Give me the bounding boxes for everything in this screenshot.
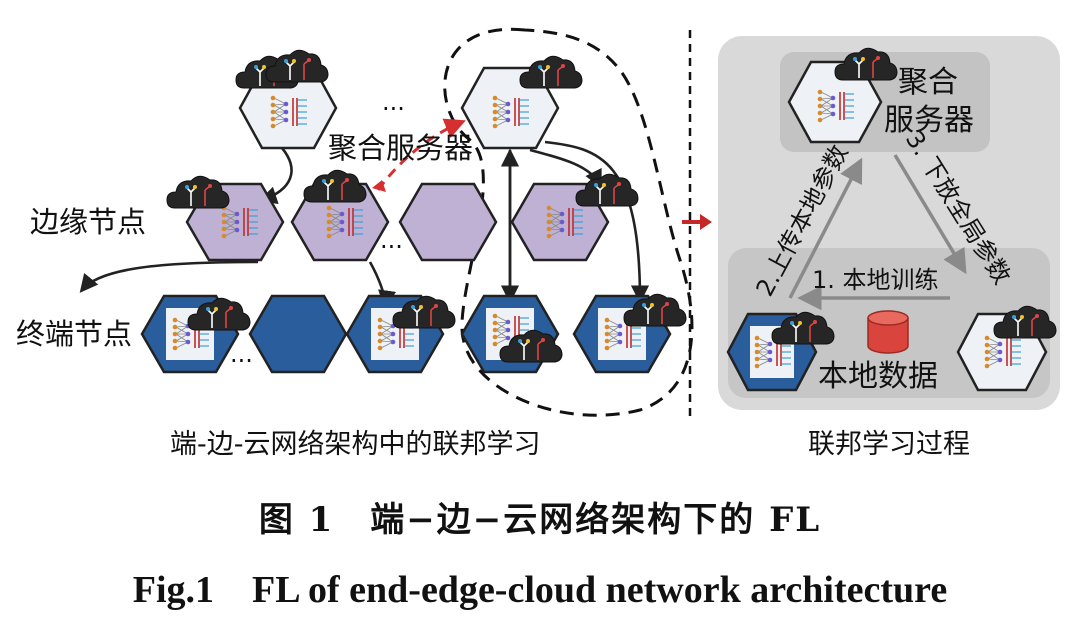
transition-arrow: [682, 214, 712, 230]
cloud-server-node-1: [235, 49, 338, 150]
connection-arrows: [79, 140, 650, 309]
dashed-boundary: [443, 27, 694, 417]
step1-local-training-label: 1. 本地训练: [812, 266, 939, 294]
edge-node-3: [398, 182, 498, 262]
end-node-5: [572, 293, 687, 374]
ellipsis-top: ...: [382, 88, 405, 116]
cloud-server-label: 聚合服务器: [328, 131, 473, 165]
local-client-node-2: [956, 305, 1057, 392]
figure-caption-chinese: 图 1 端−边−云网络架构下的 FL: [258, 500, 822, 540]
ellipsis-end: ...: [230, 340, 253, 368]
ellipsis-edge: ...: [380, 226, 403, 254]
local-data-label: 本地数据: [818, 359, 938, 394]
end-node-1: [140, 294, 251, 374]
local-client-node-1: [726, 311, 835, 392]
edge-node-2: [290, 169, 390, 262]
figure-caption-english: Fig.1 FL of end-edge-cloud network archi…: [132, 569, 948, 611]
left-caption: 端-边-云网络架构中的联邦学习: [170, 429, 541, 460]
fl-architecture-diagram: ... ... ... 聚合服务器 边缘节点 终端节点 端-边-云网络架构中的联…: [16, 27, 1060, 460]
end-node-3: [345, 294, 456, 374]
right-caption: 联邦学习过程: [808, 429, 970, 460]
aggregation-server-node: [787, 47, 898, 144]
upload-arrow-red: [376, 118, 466, 191]
server-label-line2: 服务器: [884, 103, 974, 138]
edge-node-4: [510, 173, 639, 262]
end-node-2: [248, 294, 348, 374]
database-icon: [867, 310, 909, 354]
cloud-server-node-2: [460, 55, 583, 150]
edge-node-1: [166, 175, 285, 262]
process-arrows: [788, 154, 967, 311]
edge-nodes-label: 边缘节点: [30, 205, 146, 239]
server-label-line1: 聚合: [898, 65, 958, 100]
end-node-4: [460, 294, 563, 374]
end-nodes-label: 终端节点: [16, 317, 132, 351]
